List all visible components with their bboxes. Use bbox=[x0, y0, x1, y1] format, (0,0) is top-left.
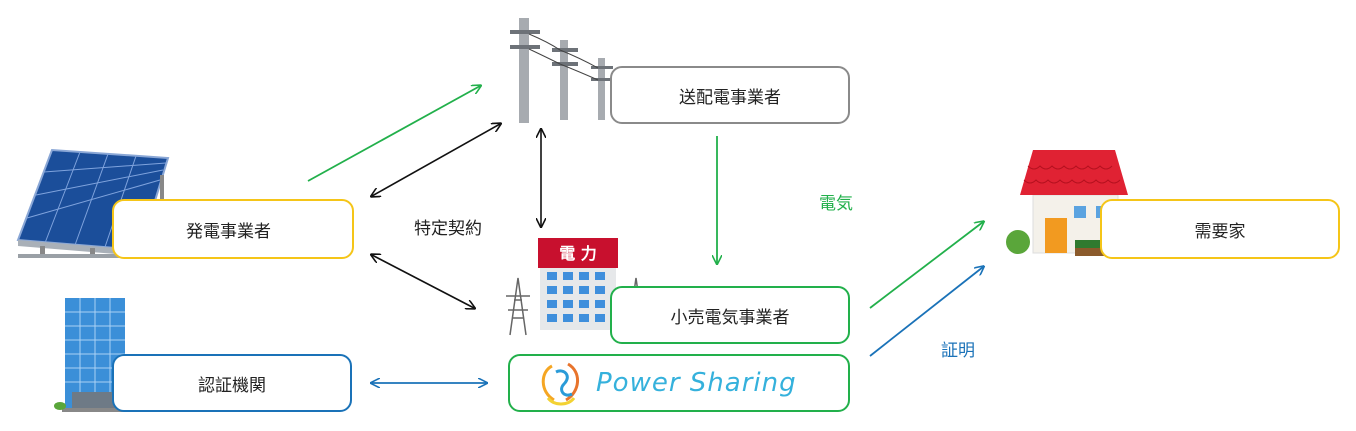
proof-label: 証明 bbox=[941, 341, 975, 361]
consumer-label: 需要家 bbox=[1194, 221, 1246, 242]
specific-contract-label: 特定契約 bbox=[414, 219, 482, 239]
arrow-generator-to-transmission bbox=[307, 86, 480, 182]
certifier-label: 認証機関 bbox=[198, 375, 266, 396]
power-sharing-box: Power Sharing bbox=[508, 354, 850, 412]
arrow-generator-retailer-contract bbox=[372, 255, 474, 308]
transmission-operator-label: 送配電事業者 bbox=[679, 87, 781, 108]
building-sign-text: 電 力 bbox=[559, 244, 597, 263]
arrow-generator-transmission-contract bbox=[372, 124, 500, 196]
retailer-label: 小売電気事業者 bbox=[670, 307, 790, 328]
arrow-retailer-to-consumer bbox=[869, 222, 983, 309]
transmission-operator-box: 送配電事業者 bbox=[610, 66, 850, 124]
power-sharing-brand-text: Power Sharing bbox=[596, 368, 797, 398]
utility-pole-icon bbox=[510, 18, 613, 123]
certifier-box: 認証機関 bbox=[112, 354, 352, 412]
consumer-box: 需要家 bbox=[1100, 199, 1340, 259]
retailer-box: 小売電気事業者 bbox=[610, 286, 850, 344]
generator-label: 発電事業者 bbox=[186, 221, 271, 242]
arrow-powersharing-to-consumer bbox=[869, 267, 983, 357]
power-sharing-logo-icon bbox=[541, 362, 579, 406]
generator-box: 発電事業者 bbox=[112, 199, 354, 259]
electricity-label: 電気 bbox=[819, 194, 853, 214]
